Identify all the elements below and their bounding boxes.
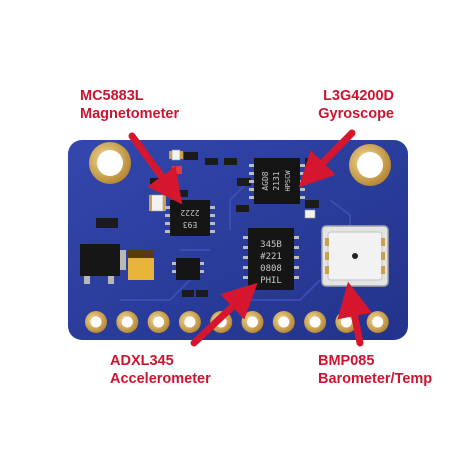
header-pin-hole bbox=[247, 316, 258, 328]
gyroscope-part-number: L3G4200D bbox=[323, 88, 394, 104]
gyroscope-chip-marking-3: HPSCW bbox=[284, 170, 292, 192]
small-ic bbox=[172, 258, 204, 280]
tantalum-capacitor bbox=[128, 250, 154, 280]
accelerometer-role: Accelerometer bbox=[110, 371, 211, 387]
gyroscope-label: L3G4200D Gyroscope bbox=[318, 87, 394, 123]
header-pin-hole bbox=[278, 316, 290, 328]
status-led bbox=[172, 166, 182, 174]
magnetometer-label: MC5883L Magnetometer bbox=[80, 87, 179, 123]
arrow-magnetometer bbox=[128, 132, 183, 205]
barometer-label: BMP085 Barometer/Temp bbox=[318, 352, 432, 388]
accelerometer-label: ADXL345 Accelerometer bbox=[110, 352, 211, 388]
magnetometer-chip-marking-2: E93 bbox=[183, 220, 198, 229]
arrow-accelerometer bbox=[190, 282, 258, 347]
header-pin-hole bbox=[184, 316, 196, 328]
accelerometer-chip-marking-4: PHIL bbox=[260, 276, 282, 286]
accelerometer-part-number: ADXL345 bbox=[110, 353, 174, 369]
gyroscope-chip-marking-2: 2131 bbox=[272, 171, 281, 190]
accelerometer-chip-marking-1: 345B bbox=[260, 240, 282, 250]
accelerometer-chip: 345B #221 0808 PHIL bbox=[243, 228, 299, 290]
header-pin-hole bbox=[90, 316, 102, 328]
accelerometer-chip-marking-2: #221 bbox=[260, 252, 282, 262]
magnetometer-role: Magnetometer bbox=[80, 106, 180, 122]
magnetometer-part-number: MC5883L bbox=[80, 88, 144, 104]
header-pin-hole bbox=[153, 316, 165, 328]
voltage-regulator bbox=[80, 244, 126, 284]
header-pin-hole bbox=[309, 316, 321, 328]
mounting-hole-right bbox=[349, 144, 391, 186]
gyroscope-role: Gyroscope bbox=[318, 106, 394, 122]
arrow-barometer bbox=[337, 281, 372, 347]
barometer-module bbox=[321, 225, 389, 287]
magnetometer-chip: 2222 E93 bbox=[165, 200, 215, 236]
magnetometer-chip-marking-1: 2222 bbox=[180, 208, 199, 217]
barometer-role: Barometer/Temp bbox=[318, 371, 433, 387]
arrow-gyroscope bbox=[298, 129, 356, 188]
header-pin-hole bbox=[372, 316, 384, 328]
barometer-part-number: BMP085 bbox=[318, 353, 375, 369]
header-pin-hole bbox=[121, 316, 133, 328]
accelerometer-chip-marking-3: 0808 bbox=[260, 264, 282, 274]
gyroscope-chip-marking-1: AGD8 bbox=[261, 171, 270, 190]
gyroscope-chip: AGD8 2131 HPSCW bbox=[249, 158, 305, 204]
header-pin-hole bbox=[340, 316, 352, 328]
mounting-hole-left bbox=[89, 142, 131, 184]
